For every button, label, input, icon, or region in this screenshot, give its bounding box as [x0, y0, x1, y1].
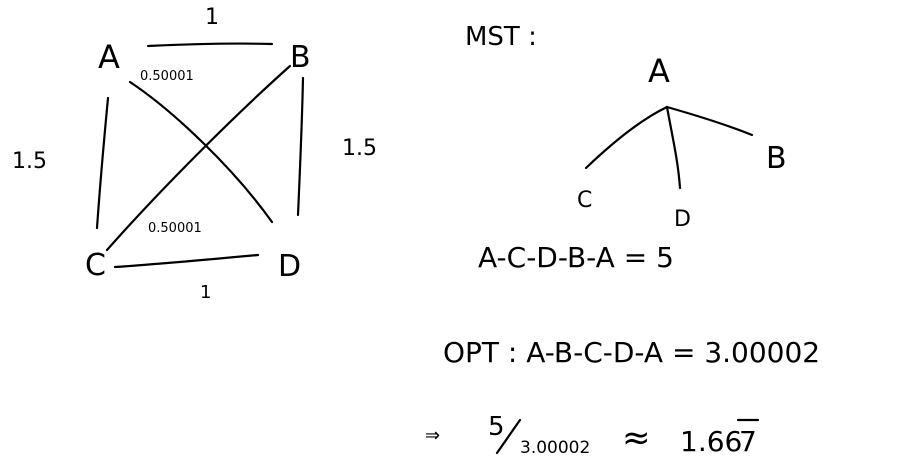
mst-tour: A-C-D-B-A = 5	[478, 241, 674, 274]
node-d: D	[278, 249, 301, 284]
mst-node-c: C	[577, 188, 592, 213]
ratio-repeat-digit: 7	[739, 425, 757, 458]
weight-a-b: 1	[205, 5, 219, 30]
weight-a-d: 0.50001	[140, 69, 194, 84]
approx-sign: ≈	[622, 418, 651, 458]
weight-c-d: 1	[200, 282, 211, 303]
mst-node-d: D	[674, 207, 691, 232]
node-c: C	[85, 248, 106, 283]
edge-a-d	[128, 80, 274, 224]
mst-edge-a-b	[665, 105, 754, 137]
ratio-result: 1.66	[680, 425, 742, 458]
ratio-denominator: 3.00002	[520, 438, 590, 458]
edge-b-d	[296, 76, 305, 217]
node-b: B	[290, 40, 311, 75]
weight-b-c: 0.50001	[148, 221, 202, 236]
mst-node-b: B	[766, 141, 787, 176]
mst-edge-a-d	[665, 105, 682, 190]
graph: A B C D 1 1 1.5 1.5 0.50001 0.50001	[12, 5, 377, 303]
node-a: A	[98, 38, 120, 76]
weight-b-d: 1.5	[342, 136, 377, 161]
weight-a-c: 1.5	[12, 149, 47, 174]
ratio: ⇒ 5 3.00002 ≈ 1.66 7	[425, 412, 760, 458]
ratio-numerator: 5	[488, 412, 505, 442]
mst-node-a: A	[648, 52, 670, 90]
mst: MST : A C D B	[465, 22, 787, 232]
mst-title: MST :	[465, 22, 537, 52]
edge-b-c	[105, 64, 292, 252]
edge-a-c	[95, 96, 110, 230]
fraction-slash	[495, 418, 522, 455]
edge-a-b	[146, 42, 274, 48]
edge-c-d	[113, 253, 260, 269]
ratio-prefix: ⇒	[425, 425, 440, 446]
mst-edge-a-c	[584, 105, 669, 170]
opt-tour: OPT : A-B-C-D-A = 3.00002	[443, 336, 820, 369]
